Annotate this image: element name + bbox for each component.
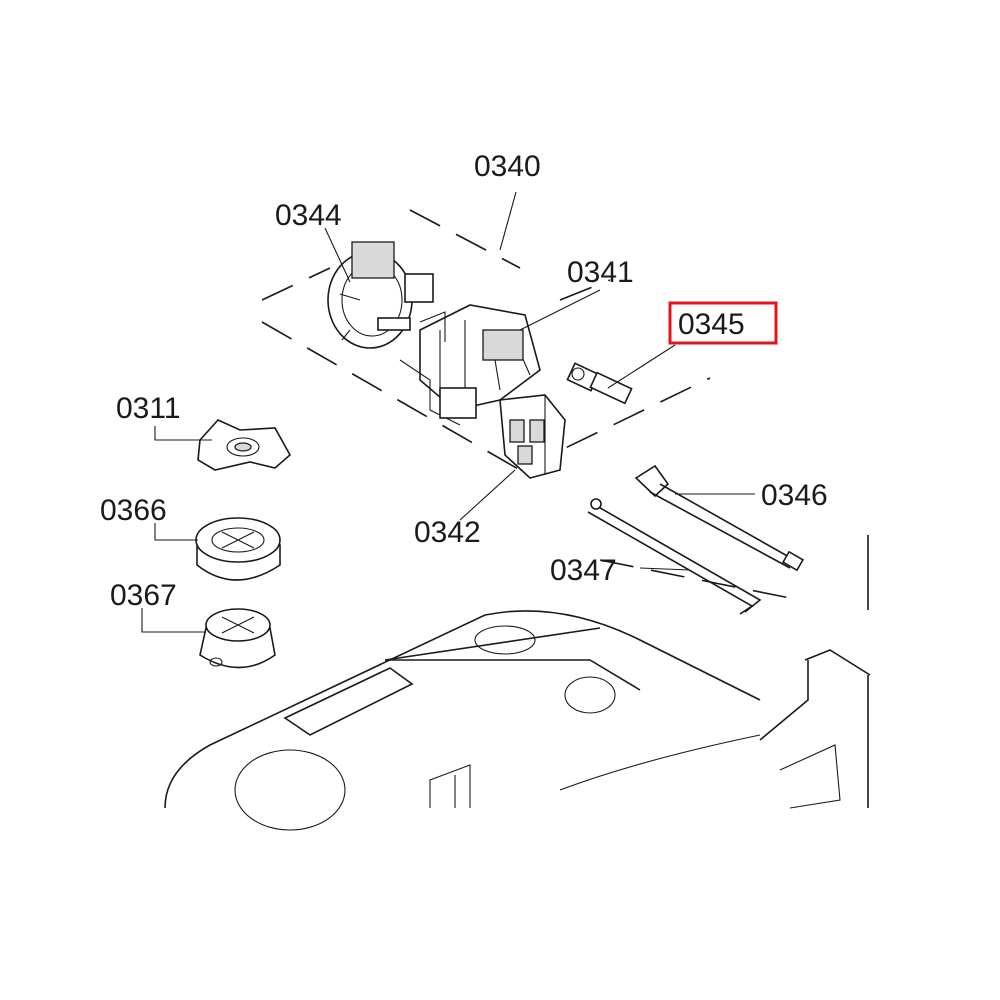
- part-0367-knob[interactable]: [199, 608, 276, 669]
- leader-lines: [141, 191, 755, 633]
- callout-0311[interactable]: 0311: [116, 392, 181, 425]
- part-0311-bracket[interactable]: [197, 419, 292, 471]
- callout-0344[interactable]: 0344: [275, 199, 342, 232]
- callout-0341[interactable]: 0341: [567, 256, 634, 289]
- part-0366-cap[interactable]: [195, 517, 281, 581]
- callout-0367[interactable]: 0367: [110, 579, 177, 612]
- callout-0366[interactable]: 0366: [100, 494, 167, 527]
- assembly-group-outline: [261, 209, 801, 601]
- callout-0342[interactable]: 0342: [414, 516, 481, 549]
- callout-0347[interactable]: 0347: [550, 554, 617, 587]
- part-0347-rod[interactable]: [587, 498, 762, 615]
- part-0345-sensor[interactable]: [566, 362, 633, 405]
- appliance-body: [164, 535, 871, 831]
- part-0344-motor[interactable]: [327, 241, 434, 349]
- part-0341-switch-block[interactable]: [399, 304, 541, 426]
- callout-0345[interactable]: 0345: [678, 308, 745, 341]
- callout-0345-highlight-box: [668, 301, 778, 345]
- callout-0340[interactable]: 0340: [474, 150, 541, 183]
- part-0342-connector[interactable]: [499, 394, 566, 479]
- part-0346-cable[interactable]: [634, 464, 805, 572]
- callout-0346[interactable]: 0346: [761, 479, 828, 512]
